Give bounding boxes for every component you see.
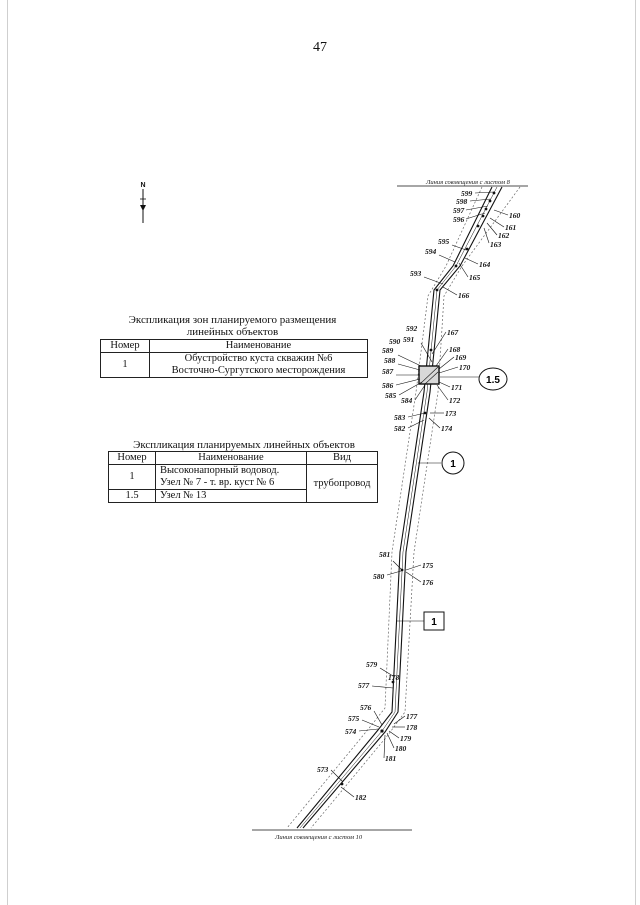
point-label: 573 bbox=[317, 765, 329, 774]
point-label: 576 bbox=[360, 703, 372, 712]
point-label: 587 bbox=[382, 367, 394, 376]
point-label: 165 bbox=[469, 273, 481, 282]
point-label: 581 bbox=[379, 550, 390, 559]
zones-caption-line2: линейных объектов bbox=[186, 326, 279, 338]
point-label: 178 bbox=[388, 673, 400, 682]
objects-row2-name: Узел № 13 bbox=[155, 489, 307, 503]
objects-caption: Экспликация планируемых линейных объекто… bbox=[133, 439, 355, 451]
point-label: 182 bbox=[355, 793, 367, 802]
point-label: 586 bbox=[382, 381, 394, 390]
point-markers bbox=[340, 191, 496, 786]
node-site-hatch bbox=[424, 371, 439, 385]
point-label: 181 bbox=[385, 754, 396, 763]
left-leaders bbox=[330, 191, 495, 783]
pipeline-left-edge bbox=[296, 186, 493, 829]
point-label: 168 bbox=[449, 345, 461, 354]
point-label: 577 bbox=[358, 681, 370, 690]
objects-row1-name: Высоконапорный водовод. Узел № 7 - т. вр… bbox=[155, 464, 307, 490]
pipeline-right-edge bbox=[302, 186, 503, 829]
point-label: 598 bbox=[456, 197, 468, 206]
objects-table: Номер Наименование Вид 1 Высоконапорный … bbox=[108, 451, 378, 503]
point-label: 179 bbox=[400, 734, 412, 743]
callout-zone-label: 1 bbox=[431, 617, 437, 628]
zones-caption-line1: Экспликация зон планируемого размещения bbox=[128, 314, 337, 326]
zone-boundary-left bbox=[286, 186, 483, 829]
point-label: 167 bbox=[447, 328, 459, 337]
node-site-hatch bbox=[419, 366, 439, 385]
point-label: 584 bbox=[401, 396, 413, 405]
point-label: 161 bbox=[505, 223, 516, 232]
point-label: 588 bbox=[384, 356, 396, 365]
point-label: 597 bbox=[453, 206, 465, 215]
point-label: 585 bbox=[385, 391, 397, 400]
point-label: 172 bbox=[449, 396, 461, 405]
match-line-top-label: Линия совмещения с листом 8 bbox=[425, 179, 511, 186]
zones-row-name: Обустройство куста скважин №6 Восточно-С… bbox=[149, 352, 368, 378]
point-label: 596 bbox=[453, 215, 465, 224]
left-point-labels: 599 598 597 596 595 594 593 592 591 590 … bbox=[317, 189, 473, 774]
callout-line-circle bbox=[441, 451, 465, 475]
callout-zone-box bbox=[423, 611, 445, 631]
scan-edge-right bbox=[635, 0, 636, 905]
point-label: 590 bbox=[389, 337, 401, 346]
scan-edge-left bbox=[7, 0, 8, 905]
objects-row1-name-line2: Узел № 7 - т. вр. куст № 6 bbox=[160, 477, 275, 488]
point-label: 580 bbox=[373, 572, 385, 581]
point-label: 591 bbox=[403, 335, 414, 344]
callout-node-circle bbox=[478, 367, 508, 391]
point-label: 575 bbox=[348, 714, 360, 723]
north-arrow-icon bbox=[140, 189, 146, 223]
point-label: 160 bbox=[509, 211, 521, 220]
point-label: 171 bbox=[451, 383, 462, 392]
zones-table: Номер Наименование 1 Обустройство куста … bbox=[100, 339, 368, 378]
right-leaders bbox=[340, 209, 509, 798]
objects-row1-name-line1: Высоконапорный водовод. bbox=[160, 465, 280, 476]
point-label: 582 bbox=[394, 424, 406, 433]
point-label: 594 bbox=[425, 247, 437, 256]
point-label: 180 bbox=[395, 744, 407, 753]
point-label: 166 bbox=[458, 291, 470, 300]
point-label: 593 bbox=[410, 269, 422, 278]
callout-node-label: 1.5 bbox=[486, 375, 500, 386]
point-label: 599 bbox=[461, 189, 473, 198]
point-label: 592 bbox=[406, 324, 418, 333]
page-number: 47 bbox=[313, 40, 327, 55]
point-label: 176 bbox=[422, 578, 434, 587]
callout-line-label: 1 bbox=[450, 459, 456, 470]
point-label: 595 bbox=[438, 237, 450, 246]
pipeline-axis bbox=[299, 186, 498, 829]
zones-row-name-line2: Восточно-Сургутского месторождения bbox=[171, 365, 346, 376]
point-label: 574 bbox=[345, 727, 357, 736]
point-label: 583 bbox=[394, 413, 406, 422]
point-label: 174 bbox=[441, 424, 453, 433]
north-label: N bbox=[140, 182, 146, 189]
point-label: 177 bbox=[406, 712, 418, 721]
point-label: 175 bbox=[422, 561, 434, 570]
point-label: 163 bbox=[490, 240, 502, 249]
zones-caption: Экспликация зон планируемого размещения … bbox=[100, 314, 365, 338]
point-label: 170 bbox=[459, 363, 471, 372]
point-label: 589 bbox=[382, 346, 394, 355]
point-label: 164 bbox=[479, 260, 491, 269]
point-label: 173 bbox=[445, 409, 457, 418]
match-line-bottom-label: Линия совмещения с листом 10 bbox=[274, 834, 363, 841]
point-label: 162 bbox=[498, 231, 510, 240]
point-label: 169 bbox=[455, 353, 467, 362]
north-arrow: N bbox=[138, 182, 148, 227]
zones-row-name-line1: Обустройство куста скважин №6 bbox=[184, 353, 333, 364]
point-label: 178 bbox=[406, 723, 418, 732]
right-point-labels: 160 161 162 163 164 165 166 167 168 169 … bbox=[355, 211, 521, 802]
point-label: 579 bbox=[366, 660, 378, 669]
objects-kind: трубопровод bbox=[306, 464, 378, 503]
